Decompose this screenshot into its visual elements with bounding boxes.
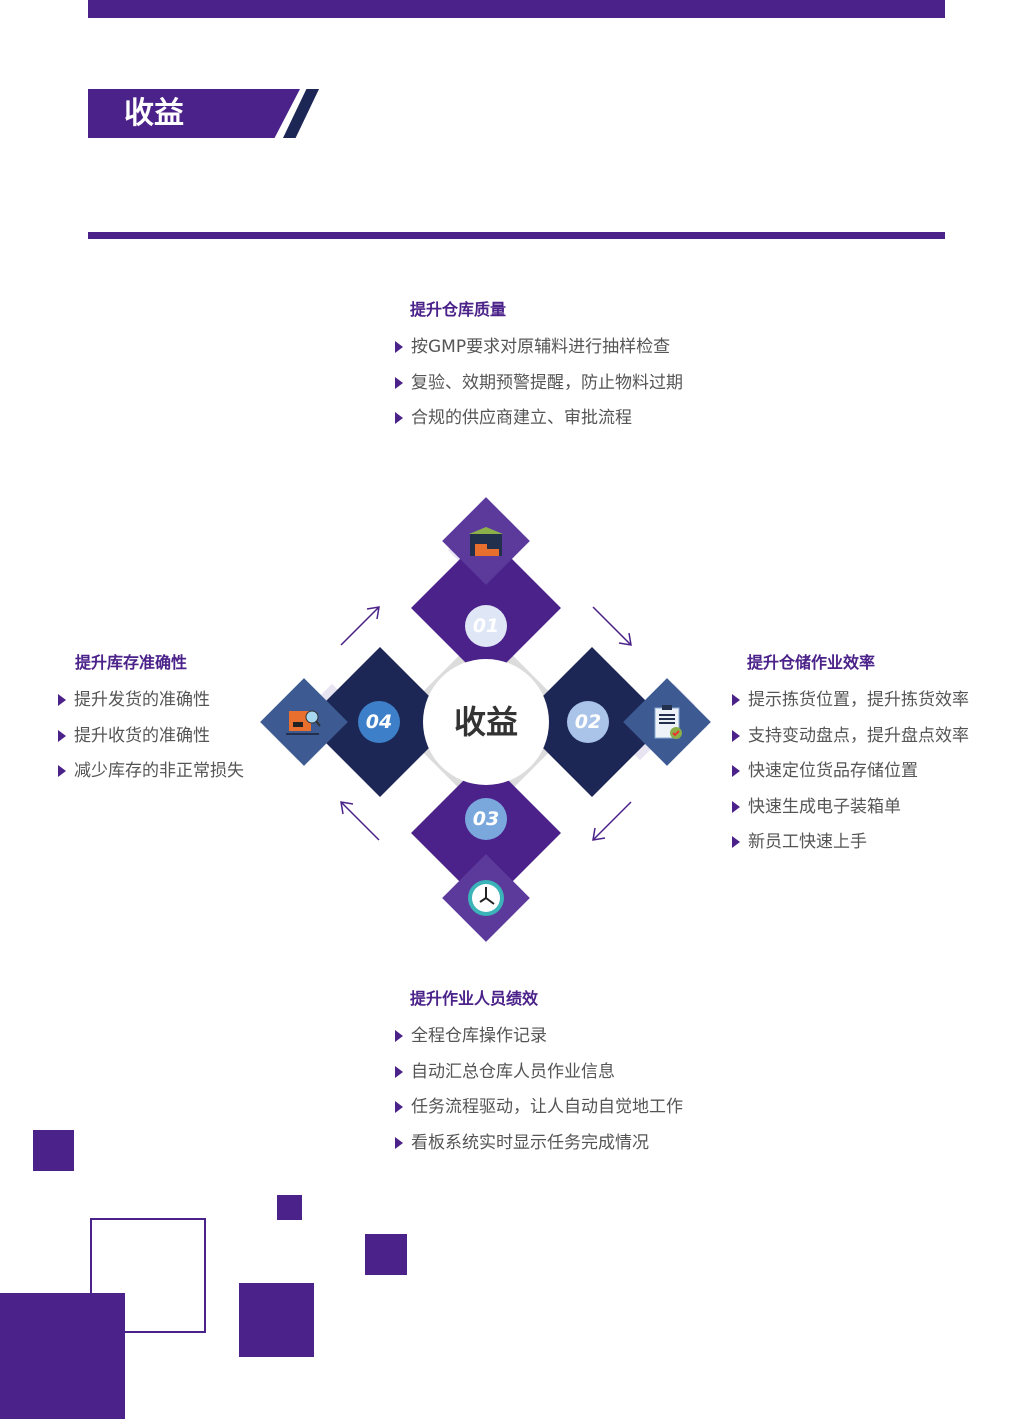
list-item: 快速生成电子装箱单 — [732, 796, 969, 832]
list-item: 新员工快速上手 — [732, 831, 969, 867]
decor-outline-square — [90, 1218, 206, 1333]
warehouse-icon — [466, 521, 506, 561]
section-right: 提升仓储作业效率 提示拣货位置，提升拣货效率 支持变动盘点，提升盘点效率 快速定… — [732, 649, 969, 867]
section-header: 收益 — [88, 89, 300, 138]
list-item: 快速定位货品存储位置 — [732, 760, 969, 796]
decor-square — [365, 1234, 407, 1275]
top-bar — [88, 0, 945, 18]
divider — [88, 232, 945, 239]
arrow-icon — [592, 801, 632, 841]
section-left: 提升库存准确性 提升发货的准确性 提升收货的准确性 减少库存的非正常损失 — [58, 649, 244, 796]
clock-icon — [466, 878, 506, 918]
arrow-icon — [592, 606, 632, 646]
list-item: 提示拣货位置，提升拣货效率 — [732, 689, 969, 725]
arrow-icon — [340, 801, 380, 841]
list-item: 自动汇总仓库人员作业信息 — [395, 1061, 683, 1097]
list-item: 全程仓库操作记录 — [395, 1025, 683, 1061]
section-title: 提升仓储作业效率 — [747, 653, 876, 672]
list-item: 提升收货的准确性 — [58, 725, 244, 761]
decor-square — [0, 1293, 125, 1419]
list-item: 合规的供应商建立、审批流程 — [395, 407, 683, 443]
section-title: 提升作业人员绩效 — [410, 989, 539, 1008]
step-number-02: 02 — [567, 701, 609, 743]
decor-square — [33, 1130, 74, 1171]
section-title: 提升仓库质量 — [410, 300, 507, 319]
arrow-icon — [340, 606, 380, 646]
list-item: 复验、效期预警提醒，防止物料过期 — [395, 372, 683, 408]
section-bottom: 提升作业人员绩效 全程仓库操作记录 自动汇总仓库人员作业信息 任务流程驱动，让人… — [395, 985, 683, 1167]
list-item: 看板系统实时显示任务完成情况 — [395, 1132, 683, 1168]
list-item: 按GMP要求对原辅料进行抽样检查 — [395, 336, 683, 372]
section-top: 提升仓库质量 按GMP要求对原辅料进行抽样检查 复验、效期预警提醒，防止物料过期… — [395, 296, 683, 443]
list-item: 任务流程驱动，让人自动自觉地工作 — [395, 1096, 683, 1132]
list-item: 减少库存的非正常损失 — [58, 760, 244, 796]
package-inspect-icon — [284, 702, 324, 742]
clipboard-check-icon — [648, 702, 688, 742]
list-item: 提升发货的准确性 — [58, 689, 244, 725]
cycle-arrows — [340, 606, 632, 841]
decor-square — [277, 1195, 302, 1220]
step-number-01: 01 — [465, 605, 507, 647]
center-label: 收益 — [423, 659, 549, 785]
decor-square — [239, 1283, 314, 1357]
section-title: 提升库存准确性 — [75, 653, 188, 672]
step-number-04: 04 — [358, 701, 400, 743]
step-number-03: 03 — [465, 798, 507, 840]
list-item: 支持变动盘点，提升盘点效率 — [732, 725, 969, 761]
